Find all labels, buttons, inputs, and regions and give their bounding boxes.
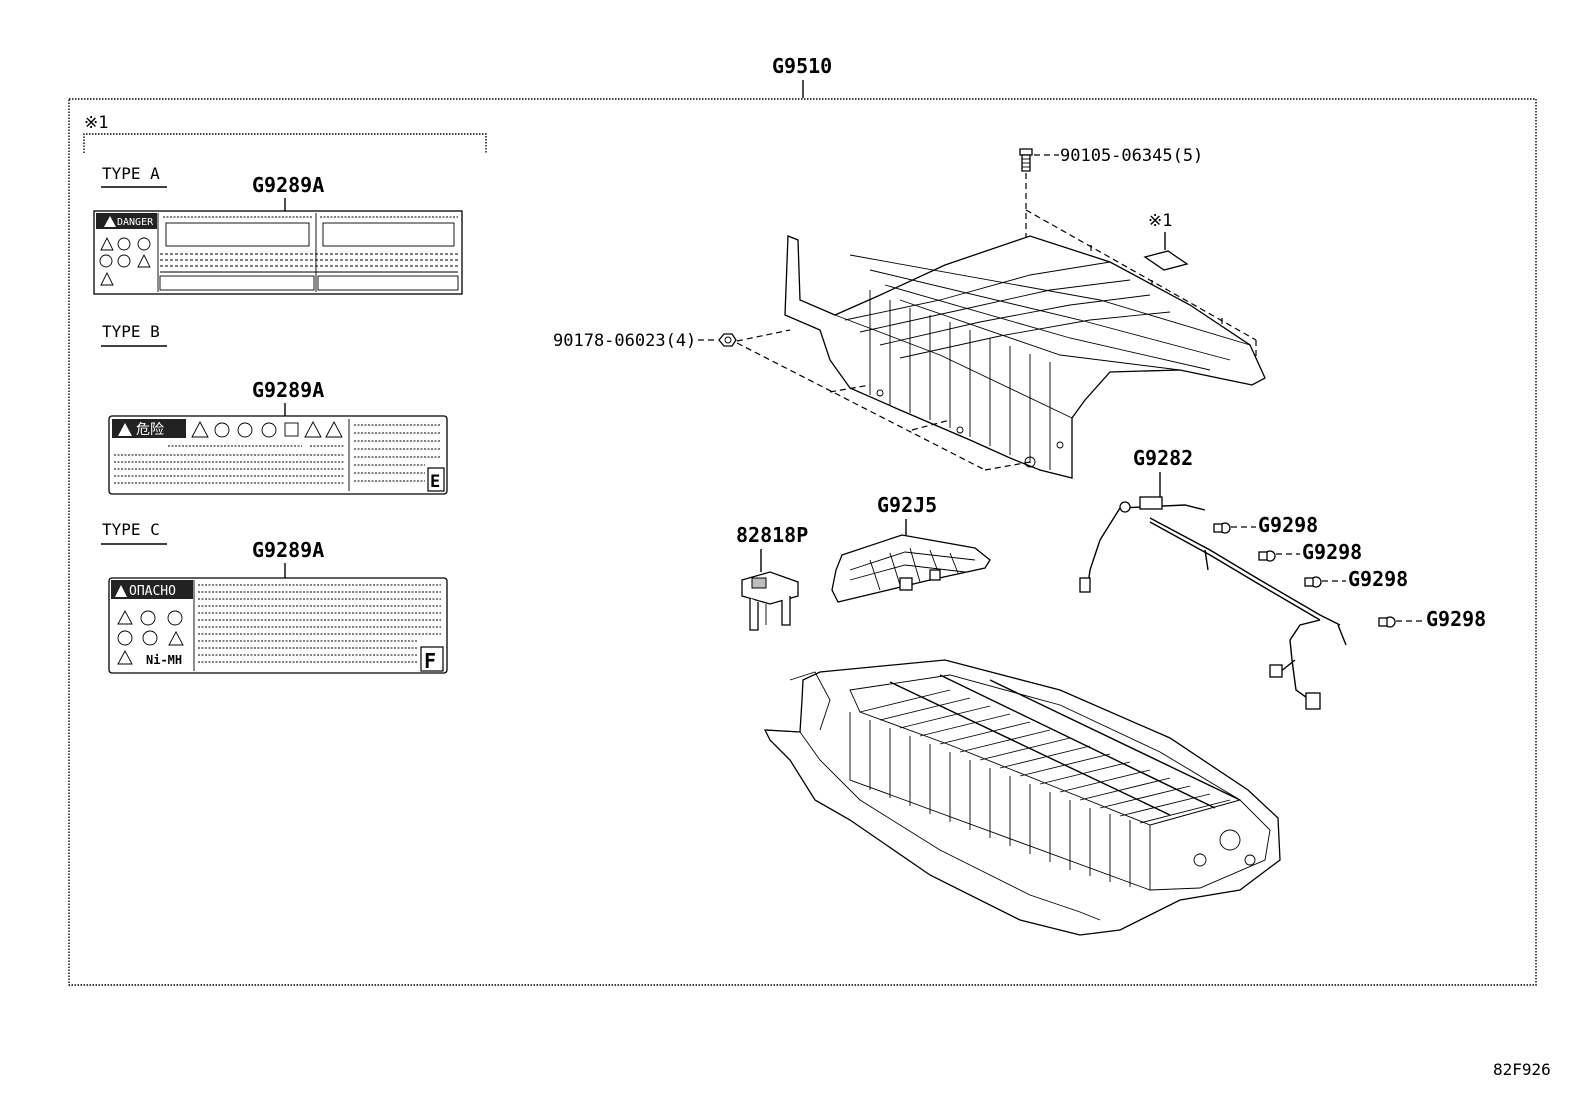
callout-plug[interactable]: 82818P xyxy=(736,523,808,547)
type-c-label-graphic: ОПАСНО Ni-MH F xyxy=(108,577,448,674)
type-a-warning-word: DANGER xyxy=(117,217,154,228)
battery-stack-assembly xyxy=(763,659,1281,936)
assembly-boundary-frame xyxy=(68,98,1537,986)
label-type-b: TYPE B G9289A 危险 xyxy=(101,322,448,495)
type-c-battery-text: Ni-MH xyxy=(146,653,182,667)
type-a-label-graphic: DANGER xyxy=(93,210,463,295)
bolt-part xyxy=(1019,148,1033,172)
type-a-part-number[interactable]: G9289A xyxy=(252,173,324,197)
note-ref-label-sticker xyxy=(1143,250,1189,271)
type-c-title: TYPE C xyxy=(102,520,160,539)
type-c-warning-word: ОПАСНО xyxy=(129,584,176,599)
battery-upper-case xyxy=(784,235,1266,479)
clamp-3-part xyxy=(1304,576,1322,588)
type-b-part-number[interactable]: G9289A xyxy=(252,378,324,402)
callout-bolt[interactable]: 90105-06345(5) xyxy=(1060,146,1203,166)
footer-ref-code: 82F926 xyxy=(1493,1060,1551,1079)
callout-cover[interactable]: G92J5 xyxy=(877,493,937,517)
label-type-c: TYPE C G9289A ОПАСНО Ni-MH xyxy=(101,520,448,674)
callout-clamp-3[interactable]: G9298 xyxy=(1348,567,1408,591)
callout-clamp-4[interactable]: G9298 xyxy=(1426,607,1486,631)
cover-part xyxy=(831,534,991,603)
label-type-a: TYPE A G9289A DANGER xyxy=(93,164,463,295)
type-b-warning-word: 危险 xyxy=(136,422,164,438)
type-b-label-graphic: 危险 E xyxy=(108,415,448,495)
type-b-title: TYPE B xyxy=(102,322,160,341)
clamp-4-part xyxy=(1378,616,1396,628)
clamp-1-part xyxy=(1213,522,1231,534)
nut-part xyxy=(718,333,737,347)
callout-nut[interactable]: 90178-06023(4) xyxy=(553,331,696,351)
note-bracket: ※1 xyxy=(83,113,487,154)
callout-wire-harness[interactable]: G9282 xyxy=(1133,446,1193,470)
note-mark: ※1 xyxy=(84,113,108,133)
type-c-corner-letter: F xyxy=(424,649,436,673)
callout-clamp-1[interactable]: G9298 xyxy=(1258,513,1318,537)
plug-part xyxy=(741,571,799,631)
callout-clamp-2[interactable]: G9298 xyxy=(1302,540,1362,564)
nut-projection-lines xyxy=(736,329,1031,471)
type-c-part-number[interactable]: G9289A xyxy=(252,538,324,562)
clamp-2-part xyxy=(1258,550,1276,562)
type-a-title: TYPE A xyxy=(102,164,160,183)
callout-note-ref[interactable]: ※1 xyxy=(1148,211,1172,231)
wire-harness-part xyxy=(1079,496,1347,710)
clamp-group xyxy=(1213,522,1424,628)
type-b-corner-letter: E xyxy=(430,472,440,492)
assembly-part-number[interactable]: G9510 xyxy=(772,54,832,78)
